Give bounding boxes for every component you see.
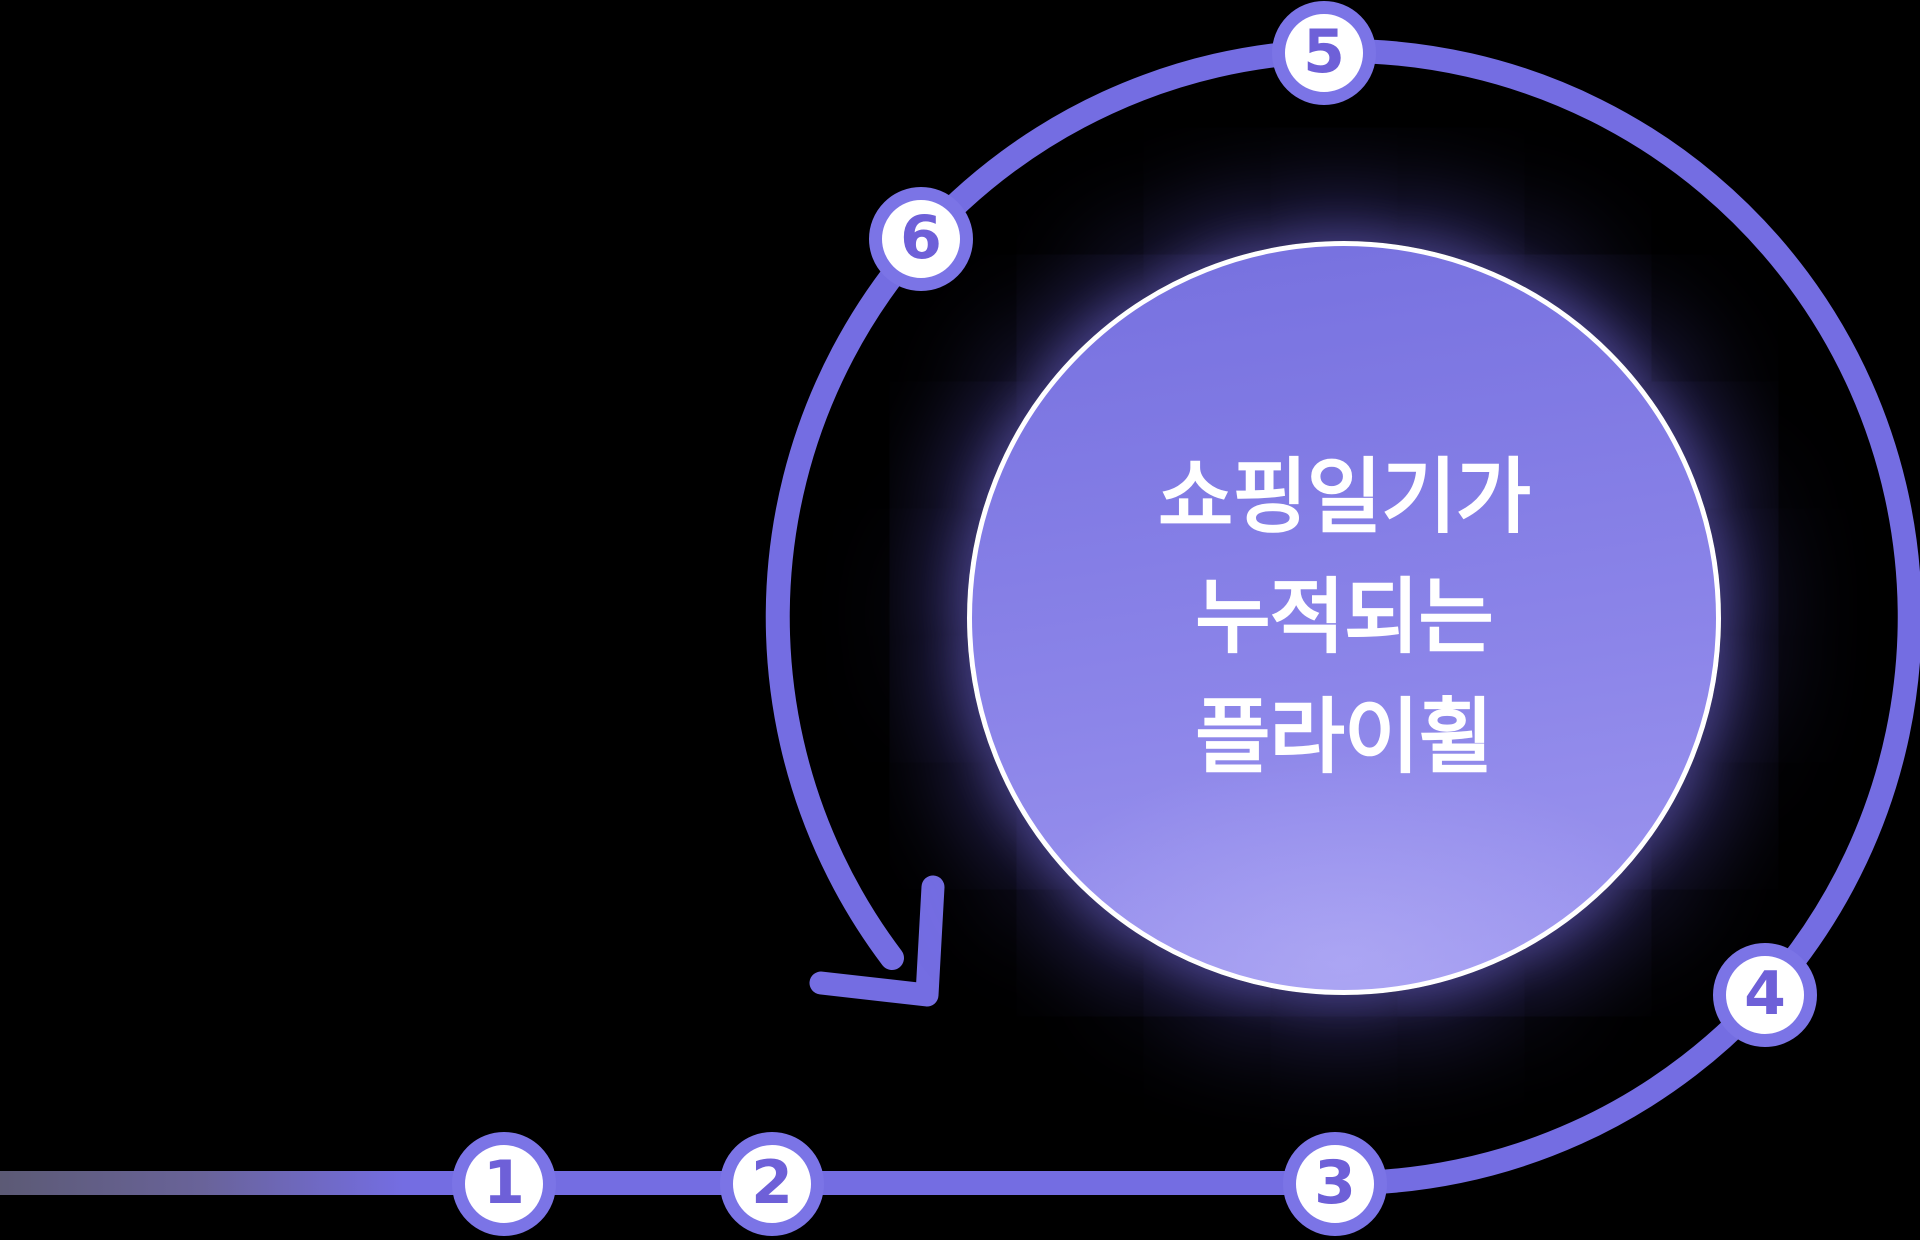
flywheel-center-circle: 쇼핑일기가 누적되는 플라이휠 (967, 241, 1721, 995)
step-number-6: 6 (900, 203, 942, 273)
arrow-head-icon (809, 875, 945, 1007)
step-node-5: 5 (1272, 1, 1376, 105)
step-node-2: 2 (720, 1132, 824, 1236)
step-number-3: 3 (1314, 1148, 1356, 1218)
step-node-1: 1 (452, 1132, 556, 1236)
step-node-6: 6 (869, 187, 973, 291)
step-node-3: 3 (1283, 1132, 1387, 1236)
flywheel-title-line-2: 누적되는 (1195, 572, 1494, 663)
step-number-4: 4 (1744, 959, 1786, 1029)
step-node-4: 4 (1713, 943, 1817, 1047)
flywheel-title-line-1: 쇼핑일기가 (1157, 452, 1531, 543)
step-number-1: 1 (483, 1148, 525, 1218)
flywheel-title-line-3: 플라이휠 (1195, 692, 1494, 783)
step-number-2: 2 (751, 1148, 793, 1218)
step-number-5: 5 (1303, 17, 1345, 87)
